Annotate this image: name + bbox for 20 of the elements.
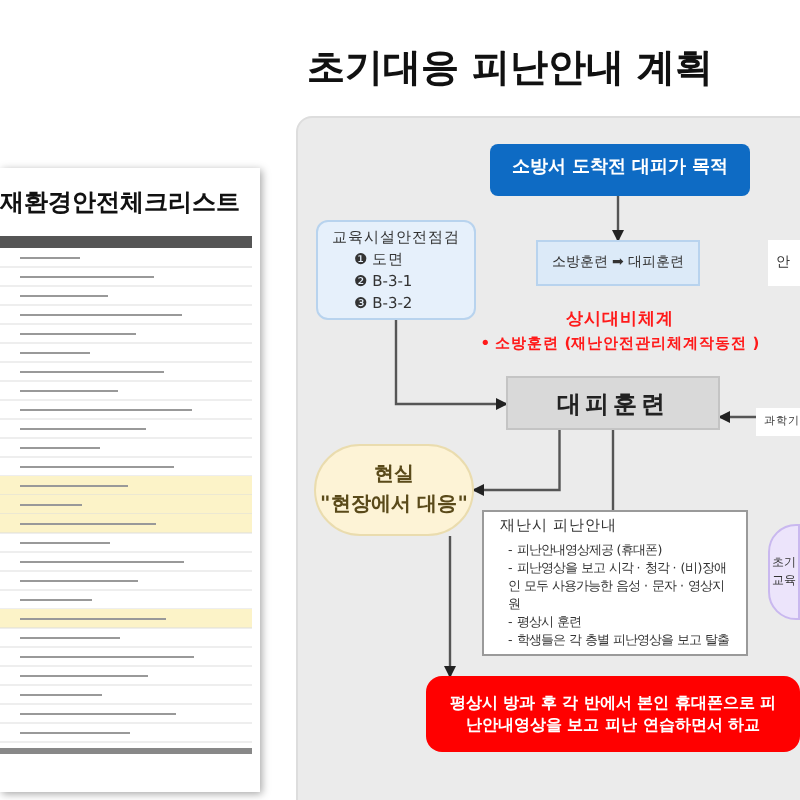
arrow — [444, 536, 456, 678]
node-text: "현장에서 대응" — [320, 492, 468, 520]
practice-banner — [426, 676, 800, 752]
goal-box — [490, 144, 750, 196]
document-title: 재환경안전체크리스트 — [0, 186, 242, 220]
guidance-box — [482, 510, 748, 656]
training-box — [536, 240, 700, 286]
node-text: 평상시 방과 후 각 반에서 본인 휴대폰으로 피난안내영상을 보고 피난 연습하면서 하교 — [447, 691, 779, 737]
arrow — [718, 411, 756, 423]
evacuation-drill-box — [506, 376, 720, 430]
arrow — [472, 430, 561, 496]
node-text: 현실 — [374, 462, 414, 490]
arrow — [394, 320, 508, 410]
partial-box — [756, 408, 800, 436]
node-text: 대피훈련 — [557, 387, 669, 421]
inspection-box — [316, 220, 476, 320]
note-text: 상시대비체계 — [566, 310, 674, 334]
title: 초기대응 피난안내 계획 — [304, 44, 716, 94]
node-text: 소방서 도착전 대피가 목적 — [511, 156, 729, 183]
arrow — [612, 196, 624, 242]
